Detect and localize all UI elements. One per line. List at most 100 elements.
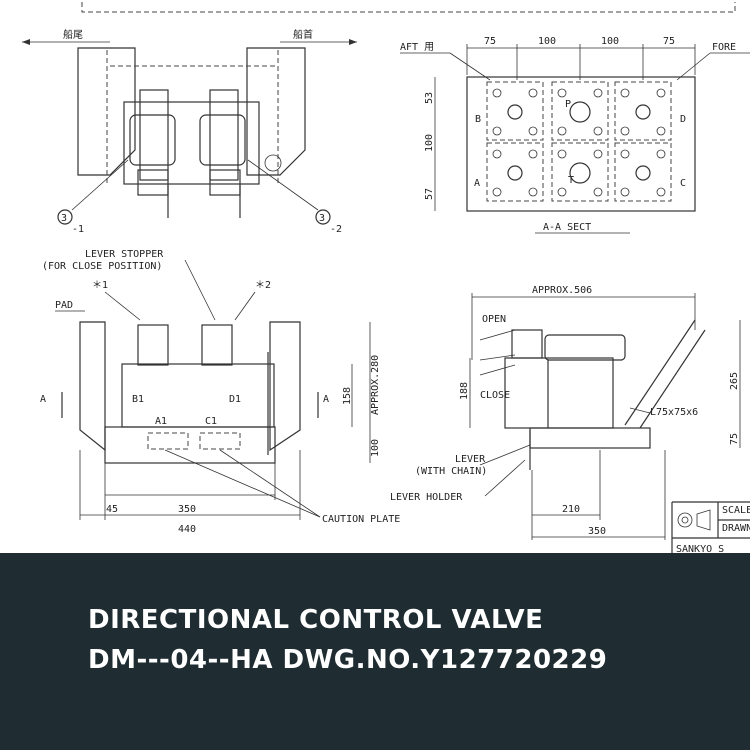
product-title: DIRECTIONAL CONTROL VALVE bbox=[88, 605, 544, 635]
port-c: C bbox=[680, 178, 686, 189]
caution-plate-label: CAUTION PLATE bbox=[322, 514, 400, 525]
dim-188: 188 bbox=[459, 382, 470, 400]
fore-label: 船首 bbox=[293, 28, 313, 41]
bolt-hole bbox=[593, 149, 603, 159]
bolt-hole bbox=[492, 88, 502, 98]
port-d1: D1 bbox=[229, 394, 241, 405]
bolt-hole bbox=[593, 126, 603, 136]
section-aft-label: AFT 用 bbox=[400, 42, 434, 53]
lever-note: (WITH CHAIN) bbox=[415, 466, 487, 477]
projection-symbol-icon bbox=[677, 512, 693, 528]
open-label: OPEN bbox=[482, 314, 506, 325]
port-pad bbox=[551, 142, 609, 202]
lever-stopper-note: (FOR CLOSE POSITION) bbox=[42, 261, 162, 272]
port-a1: A1 bbox=[155, 416, 167, 427]
port-a: A bbox=[474, 178, 480, 189]
callout-3-2-sub: -2 bbox=[330, 224, 342, 235]
aft-label: 船尾 bbox=[63, 28, 83, 41]
bolt-hole bbox=[528, 88, 538, 98]
dim-approx-506: APPROX.506 bbox=[532, 285, 592, 296]
bolt-hole bbox=[557, 88, 567, 98]
dim-350: 350 bbox=[178, 504, 196, 515]
note-2: ＊2 bbox=[255, 280, 271, 291]
port-b: B bbox=[475, 114, 481, 125]
port-pad bbox=[614, 142, 672, 202]
port-c1: C1 bbox=[205, 416, 217, 427]
bolt-hole bbox=[620, 149, 630, 159]
port-b1: B1 bbox=[132, 394, 144, 405]
section-fore-label: FORE bbox=[712, 42, 736, 53]
technical-drawing: 船尾 船首 3 -1 3 -2 AFT 用 FORE 75 100 100 75… bbox=[22, 2, 750, 553]
bolt-hole bbox=[620, 126, 630, 136]
port-hole bbox=[569, 101, 591, 123]
callout-3-1: 3 bbox=[61, 213, 67, 224]
bolt-hole bbox=[557, 126, 567, 136]
lever-holder-label: LEVER HOLDER bbox=[390, 492, 463, 503]
lever-stopper-label: LEVER STOPPER bbox=[85, 249, 164, 260]
dim-left-1: 53 bbox=[424, 92, 435, 104]
dim-100: 100 bbox=[370, 439, 381, 457]
bolt-hole bbox=[656, 126, 666, 136]
bolt-hole bbox=[656, 149, 666, 159]
bolt-hole bbox=[620, 187, 630, 197]
frame-dashed-line bbox=[81, 2, 736, 13]
port-hole bbox=[507, 104, 523, 120]
dim-158: 158 bbox=[342, 387, 353, 405]
dim-440: 440 bbox=[178, 524, 196, 535]
port-pad bbox=[486, 142, 544, 202]
dim-top-1: 75 bbox=[484, 36, 496, 47]
port-p: P bbox=[565, 99, 571, 110]
bolt-hole bbox=[492, 149, 502, 159]
bolt-hole bbox=[492, 126, 502, 136]
pad-label: PAD bbox=[55, 300, 73, 311]
close-label: CLOSE bbox=[480, 390, 510, 401]
bolt-hole bbox=[492, 187, 502, 197]
front-view: LEVER STOPPER (FOR CLOSE POSITION) ＊1 ＊2… bbox=[40, 249, 400, 535]
bolt-hole bbox=[528, 187, 538, 197]
port-hole bbox=[569, 162, 591, 184]
bolt-hole bbox=[557, 187, 567, 197]
company-label: SANKYO S bbox=[676, 544, 724, 553]
bolt-hole bbox=[528, 126, 538, 136]
port-hole bbox=[635, 104, 651, 120]
section-mark-right: A bbox=[323, 394, 329, 405]
section-a-a: AFT 用 FORE 75 100 100 75 53 100 57 B P D… bbox=[400, 36, 750, 234]
title-banner: DIRECTIONAL CONTROL VALVE DM---04--HA DW… bbox=[0, 553, 750, 750]
dim-top-4: 75 bbox=[663, 36, 675, 47]
callout-3-1-sub: -1 bbox=[72, 224, 84, 235]
port-d: D bbox=[680, 114, 686, 125]
dim-top-2: 100 bbox=[538, 36, 556, 47]
port-hole bbox=[507, 165, 523, 181]
dim-top-3: 100 bbox=[601, 36, 619, 47]
dim-left-3: 57 bbox=[424, 188, 435, 200]
drawn-label: DRAWN bbox=[722, 523, 750, 534]
top-view: 船尾 船首 3 -1 3 -2 bbox=[22, 28, 357, 235]
dim-210: 210 bbox=[562, 504, 580, 515]
bolt-hole bbox=[557, 149, 567, 159]
dim-side-350: 350 bbox=[588, 526, 606, 537]
bolt-hole bbox=[620, 88, 630, 98]
port-pad bbox=[614, 81, 672, 141]
scale-label: SCALE bbox=[722, 505, 750, 516]
section-mark-left: A bbox=[40, 394, 46, 405]
dim-left-2: 100 bbox=[424, 134, 435, 152]
port-hole bbox=[635, 165, 651, 181]
bolt-hole bbox=[656, 88, 666, 98]
angle-label: L75x75x6 bbox=[650, 407, 698, 418]
bolt-hole bbox=[593, 187, 603, 197]
bolt-hole bbox=[593, 88, 603, 98]
port-t: T bbox=[568, 175, 574, 186]
drawing-number: DM---04--HA DWG.NO.Y127720229 bbox=[88, 645, 608, 675]
dim-75: 75 bbox=[729, 433, 740, 445]
title-block: SCALE DRAWN SANKYO S bbox=[671, 501, 750, 553]
dim-approx-280: APPROX.280 bbox=[370, 355, 381, 415]
dim-45: 45 bbox=[106, 504, 118, 515]
side-view: APPROX.506 OPEN CLOSE 188 265 75 L75x75x… bbox=[390, 285, 741, 540]
note-1: ＊1 bbox=[92, 280, 108, 291]
bolt-hole bbox=[656, 187, 666, 197]
port-pad bbox=[551, 81, 609, 141]
dim-265: 265 bbox=[729, 372, 740, 390]
callout-3-2: 3 bbox=[319, 213, 325, 224]
bolt-hole bbox=[528, 149, 538, 159]
port-pad bbox=[486, 81, 544, 141]
